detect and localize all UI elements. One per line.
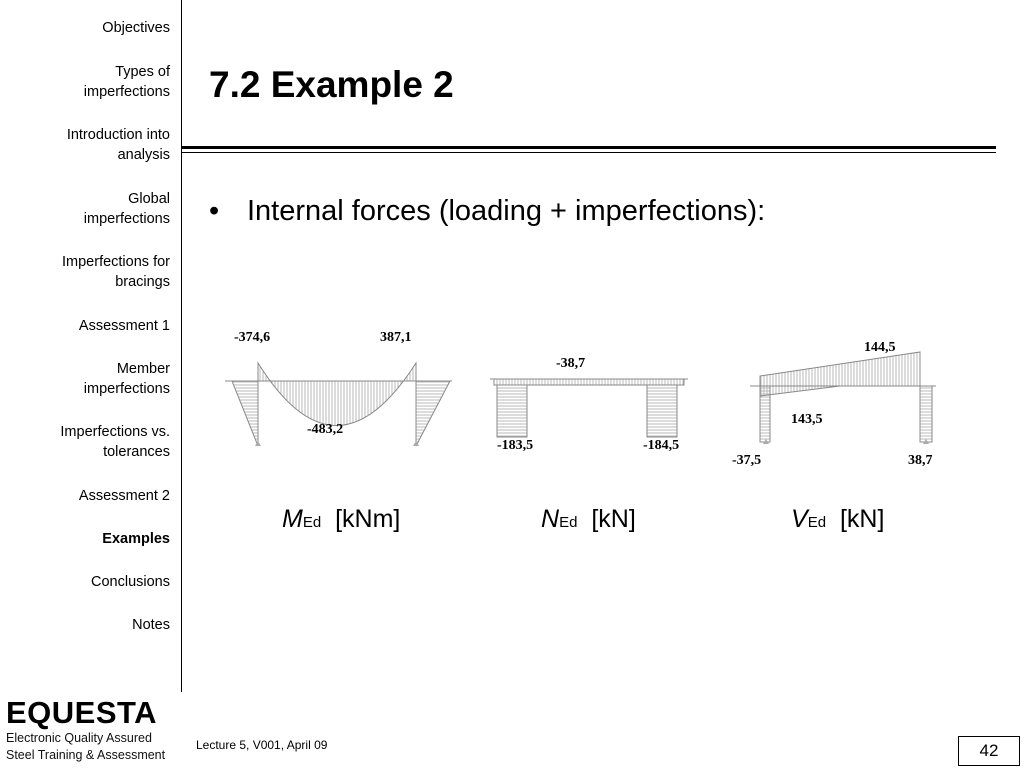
nav-item-label: Introduction into xyxy=(66,127,170,143)
nav-item-objectives[interactable]: Objectives xyxy=(102,18,170,38)
equesta-logo: EQUESTA Electronic Quality Assured Steel… xyxy=(6,696,178,766)
logo-tagline-1: Electronic Quality Assured xyxy=(6,731,152,745)
logo-wordmark: EQUESTA xyxy=(6,695,158,730)
moment-unit: [kNm] xyxy=(335,505,401,533)
axial-right-column-label: -184,5 xyxy=(643,438,680,453)
shear-symbol: V xyxy=(791,505,808,533)
nav-item-label: Types of xyxy=(115,64,170,80)
axial-symbol: N xyxy=(541,505,560,533)
axial-beam-label: -38,7 xyxy=(556,356,586,371)
nav-item-imperfections-for-bracings[interactable]: Imperfections for bracings xyxy=(62,252,170,292)
shear-unit: [kN] xyxy=(839,505,885,533)
internal-force-diagrams: -374,6 387,1 -483,2 -38,7 -183,5 -184,5 … xyxy=(220,318,960,478)
nav-item-types-of-imperfections[interactable]: Types of imperfections xyxy=(84,62,170,102)
shear-right-column-label: 38,7 xyxy=(908,453,933,468)
page-number-box: 42 xyxy=(958,736,1020,766)
moment-left-end-label: -374,6 xyxy=(234,330,271,345)
nav-item-label: Imperfections for xyxy=(62,254,170,270)
moment-caption: MEd [kNm] xyxy=(282,503,400,539)
shear-beam-left-label: 143,5 xyxy=(791,412,823,427)
diagram-drawing xyxy=(225,351,936,447)
nav-item-imperfections-vs-tolerances[interactable]: Imperfections vs. tolerances xyxy=(60,422,170,462)
nav-item-label-2: imperfections xyxy=(83,211,170,227)
page-number: 42 xyxy=(979,741,999,760)
shear-caption: VEd [kN] xyxy=(791,503,884,539)
bullet-item: • Internal forces (loading + imperfection… xyxy=(209,192,765,230)
nav-item-label: Member xyxy=(116,361,170,377)
nav-item-label: Examples xyxy=(102,531,170,547)
nav-item-label: Assessment 1 xyxy=(78,318,170,334)
nav-item-label-2: tolerances xyxy=(103,444,170,460)
axial-caption: NEd [kN] xyxy=(541,503,636,539)
moment-midspan-label: -483,2 xyxy=(307,422,344,437)
bullet-text: Internal forces (loading + imperfections… xyxy=(247,195,766,227)
nav-item-label: Global xyxy=(128,191,170,207)
logo-tagline-2: Steel Training & Assessment xyxy=(6,748,166,762)
nav-item-global-imperfections[interactable]: Global imperfections xyxy=(84,189,170,229)
nav-item-label-2: imperfections xyxy=(83,381,170,397)
sidebar-nav: Objectives Types of imperfections Introd… xyxy=(0,0,182,692)
moment-diagram xyxy=(225,361,452,447)
nav-item-label: Assessment 2 xyxy=(78,488,170,504)
axial-subscript: Ed xyxy=(559,514,578,531)
nav-item-label-2: imperfections xyxy=(83,84,170,100)
nav-item-member-imperfections[interactable]: Member imperfections xyxy=(84,359,170,399)
nav-item-examples[interactable]: Examples xyxy=(102,529,170,549)
moment-subscript: Ed xyxy=(302,514,322,531)
nav-item-label: Objectives xyxy=(102,20,170,36)
title-rule-thick xyxy=(182,146,996,149)
nav-item-assessment-2[interactable]: Assessment 2 xyxy=(79,486,170,506)
nav-item-label: Imperfections vs. xyxy=(60,424,170,440)
shear-left-column-label: -37,5 xyxy=(732,453,762,468)
nav-item-introduction-into-analysis[interactable]: Introduction into analysis xyxy=(67,125,170,165)
nav-item-label-2: bracings xyxy=(115,274,170,290)
axial-left-column-label: -183,5 xyxy=(497,438,534,453)
shear-diagram xyxy=(750,351,936,444)
nav-item-conclusions[interactable]: Conclusions xyxy=(91,572,170,592)
moment-right-end-label: 387,1 xyxy=(380,330,412,345)
nav-item-assessment-1[interactable]: Assessment 1 xyxy=(79,316,170,336)
axial-unit: [kN] xyxy=(591,505,636,533)
shear-subscript: Ed xyxy=(807,514,827,531)
bullet-marker: • xyxy=(209,195,220,227)
nav-item-label: Notes xyxy=(132,617,170,633)
shear-beam-right-label: 144,5 xyxy=(864,340,896,355)
footer-lecture-info: Lecture 5, V001, April 09 xyxy=(196,738,328,752)
title-rule-thin xyxy=(182,152,996,153)
slide-title: 7.2 Example 2 xyxy=(209,64,454,105)
nav-item-label-2: analysis xyxy=(117,147,170,163)
nav-item-notes[interactable]: Notes xyxy=(132,615,170,635)
nav-item-label: Conclusions xyxy=(91,574,170,590)
moment-symbol: M xyxy=(282,505,303,533)
axial-diagram xyxy=(490,378,688,438)
